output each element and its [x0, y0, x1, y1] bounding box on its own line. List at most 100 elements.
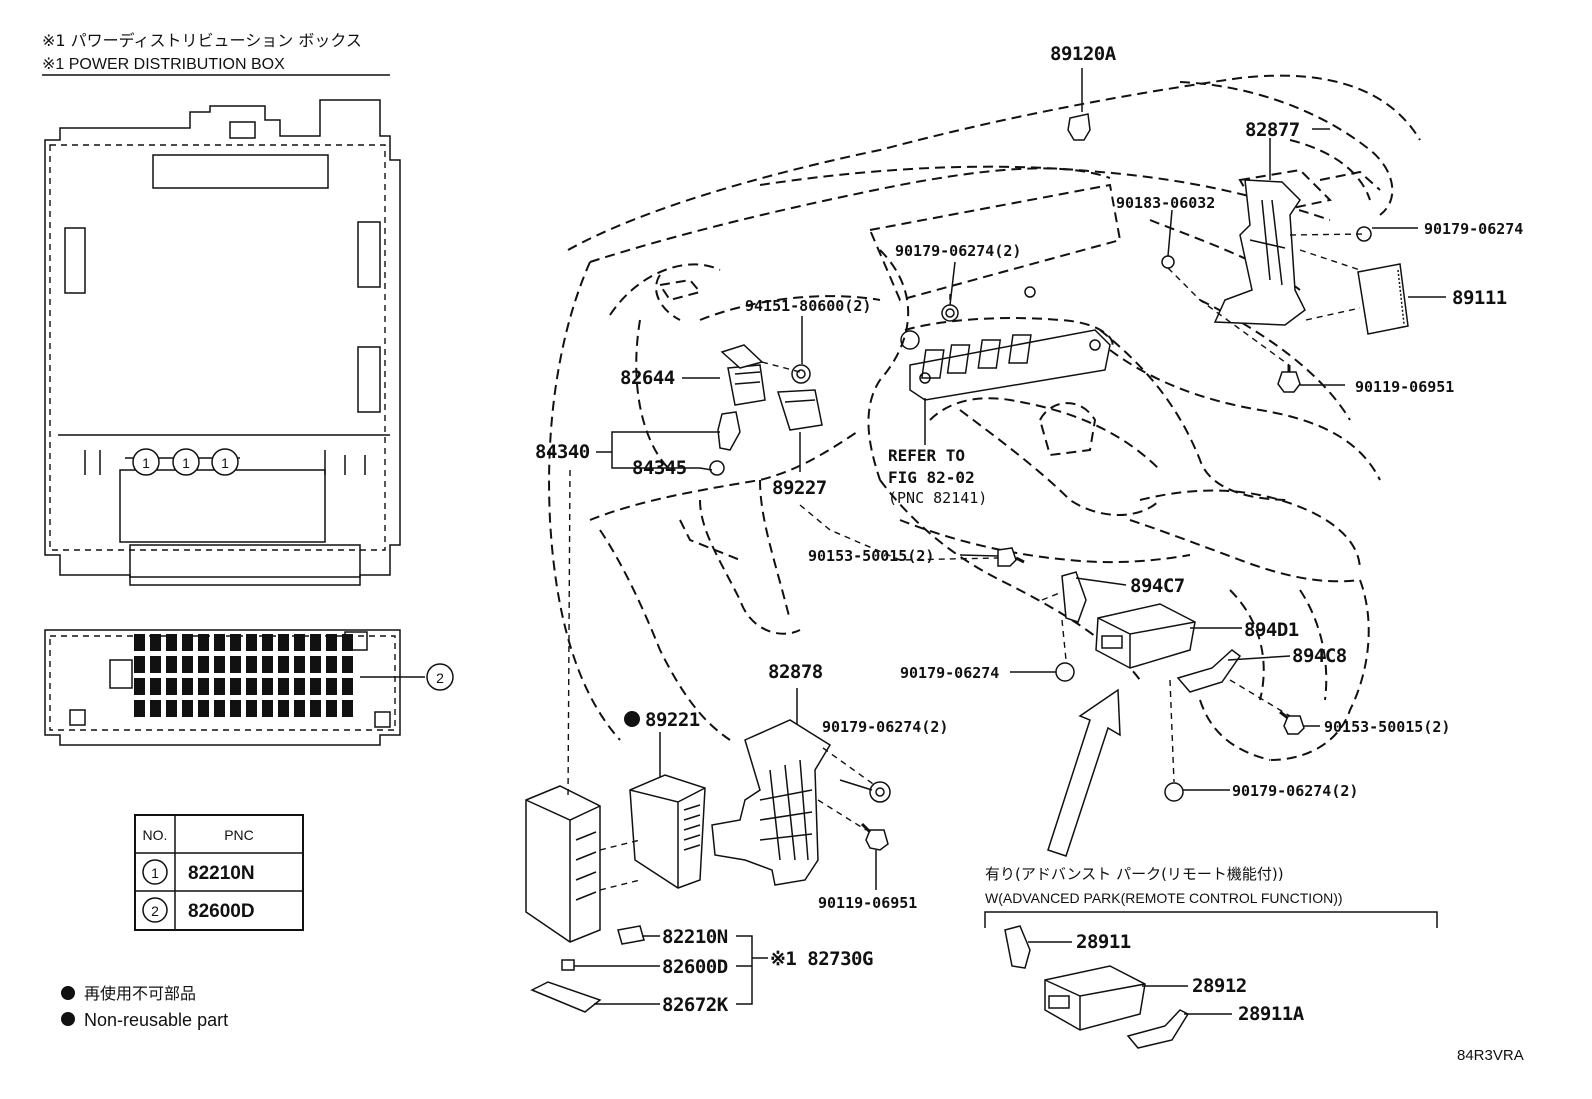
- fuse-slot: [246, 678, 257, 695]
- fuse-slot: [230, 700, 241, 717]
- leader-lines: [574, 128, 1418, 1015]
- part-89111-ecu: [1357, 263, 1446, 335]
- pnc-table-header-no: NO.: [143, 827, 168, 843]
- fuse-slot: [166, 656, 177, 673]
- fuse-slot: [182, 634, 193, 651]
- fuse-slot: [326, 634, 337, 651]
- label-89111: 89111: [1452, 287, 1507, 309]
- label-90179-06274-2-top: 90179-06274(2): [895, 242, 1021, 260]
- label-28912: 28912: [1192, 975, 1247, 997]
- pdb-label-window: [152, 154, 329, 189]
- pdb-callouts-1: 1 1 1: [132, 448, 239, 476]
- fuse-slot: [182, 656, 193, 673]
- pnc-table-row-2-pnc: 82600D: [188, 901, 255, 922]
- part-894C8-bracket: [1176, 649, 1242, 693]
- pnc-table-row-1-no: 1: [151, 865, 159, 881]
- non-reusable-dot-icon: [61, 986, 75, 1000]
- advanced-park-group: 有り(アドバンスト パーク(リモート機能付)) W(ADVANCED PARK(…: [985, 865, 1343, 1025]
- part-labels: 89120A 82877 90183-06032 90179-06274 891…: [535, 43, 1523, 1016]
- pnc-table: NO. PNC 1 82210N 2 82600D: [134, 814, 304, 931]
- part-bolts: [860, 365, 1305, 851]
- fuse-slot: [246, 634, 257, 651]
- advanced-park-bracket: [984, 911, 1438, 928]
- part-82210N-relay: [617, 925, 645, 945]
- label-90179-06274-2-bot: 90179-06274(2): [1232, 782, 1358, 800]
- fuse-slot: [134, 634, 145, 651]
- fuse-slot: [342, 656, 353, 673]
- fuse-slot: [342, 700, 353, 717]
- label-refer-fig: FIG 82-02: [888, 468, 975, 487]
- part-28911-bracket: [1004, 925, 1031, 969]
- fuse-slot: [182, 700, 193, 717]
- fuse-slot: [262, 700, 273, 717]
- part-82877-bracket: [1213, 138, 1306, 326]
- part-82672K-cover: [530, 981, 602, 1013]
- fuse-slot: [246, 700, 257, 717]
- pnc-table-header-pnc: PNC: [224, 827, 254, 843]
- fuse-slot: [134, 656, 145, 673]
- figure-code: 84R3VRA: [1457, 1047, 1524, 1064]
- fuse-slot: [230, 678, 241, 695]
- fuse-slot: [166, 634, 177, 651]
- label-82730G: ※1 82730G: [770, 948, 873, 970]
- label-90179-06274-tr: 90179-06274: [1424, 220, 1523, 238]
- part-89221-module: [629, 732, 706, 889]
- label-refer-pnc: (PNC 82141): [888, 489, 987, 507]
- fuse-slot: [278, 678, 289, 695]
- pnc-table-row-2-no: 2: [151, 903, 159, 919]
- fuse-slot: [278, 700, 289, 717]
- label-90179-06274-2-82878: 90179-06274(2): [822, 718, 948, 736]
- part-28911A-bracket: [1126, 1009, 1190, 1049]
- fuse-slot: [150, 700, 161, 717]
- label-82644: 82644: [620, 367, 675, 389]
- label-90119-06951-bot: 90119-06951: [818, 894, 917, 912]
- label-894D1: 894D1: [1244, 619, 1299, 641]
- power-distribution-box-side-view: 2: [44, 629, 454, 746]
- fuse-slot: [326, 700, 337, 717]
- callout-1-a: 1: [142, 455, 150, 471]
- fuse-slot: [214, 656, 225, 673]
- fuse-slot: [134, 700, 145, 717]
- fuse-slot: [278, 634, 289, 651]
- fuse-slot: [246, 656, 257, 673]
- label-90119-06951-r: 90119-06951: [1355, 378, 1454, 396]
- label-894C8: 894C8: [1292, 645, 1347, 667]
- fuse-slot: [198, 700, 209, 717]
- label-89221: 89221: [645, 709, 700, 731]
- label-28911A: 28911A: [1238, 1003, 1305, 1025]
- label-94151-80600-2: 94151-80600(2): [745, 297, 871, 315]
- part-89227-module: [776, 389, 823, 431]
- label-82672K: 82672K: [662, 994, 729, 1016]
- legend-jp: 再使用不可部品: [84, 984, 196, 1003]
- fuse-slot: [214, 700, 225, 717]
- label-82600D: 82600D: [662, 956, 728, 978]
- fuse-slot: [342, 634, 353, 651]
- power-distribution-box-top-view: [44, 99, 401, 586]
- part-82878-bracket: [711, 688, 832, 886]
- label-89227: 89227: [772, 477, 827, 499]
- fuse-slot: [342, 678, 353, 695]
- fuse-slot: [310, 678, 321, 695]
- part-84340-switch: [717, 411, 741, 451]
- label-90183-06032: 90183-06032: [1116, 194, 1215, 212]
- header-note-en: ※1 POWER DISTRIBUTION BOX: [42, 56, 285, 73]
- dashed-assembly-lines: [567, 233, 1365, 891]
- non-reusable-dot-icon: [624, 711, 640, 727]
- part-894D1-ecu: [1095, 603, 1196, 669]
- fuse-slot: [294, 700, 305, 717]
- dashboard-outline: [548, 74, 1421, 761]
- fuse-slot: [214, 634, 225, 651]
- pdb-fuse-grid: [134, 634, 353, 717]
- label-90153-50015-2-r: 90153-50015(2): [1324, 718, 1450, 736]
- label-89120A: 89120A: [1050, 43, 1117, 65]
- label-84345: 84345: [632, 457, 687, 479]
- center-switch-panel: [900, 286, 1111, 401]
- pnc-table-row-1-pnc: 82210N: [188, 863, 255, 884]
- fuse-slot: [134, 678, 145, 695]
- fuse-slot: [262, 634, 273, 651]
- part-82644-switch: [720, 344, 766, 406]
- label-82877: 82877: [1245, 119, 1300, 141]
- fuse-slot: [294, 656, 305, 673]
- advanced-park-en: W(ADVANCED PARK(REMOTE CONTROL FUNCTION)…: [985, 890, 1343, 906]
- fuse-slot: [198, 634, 209, 651]
